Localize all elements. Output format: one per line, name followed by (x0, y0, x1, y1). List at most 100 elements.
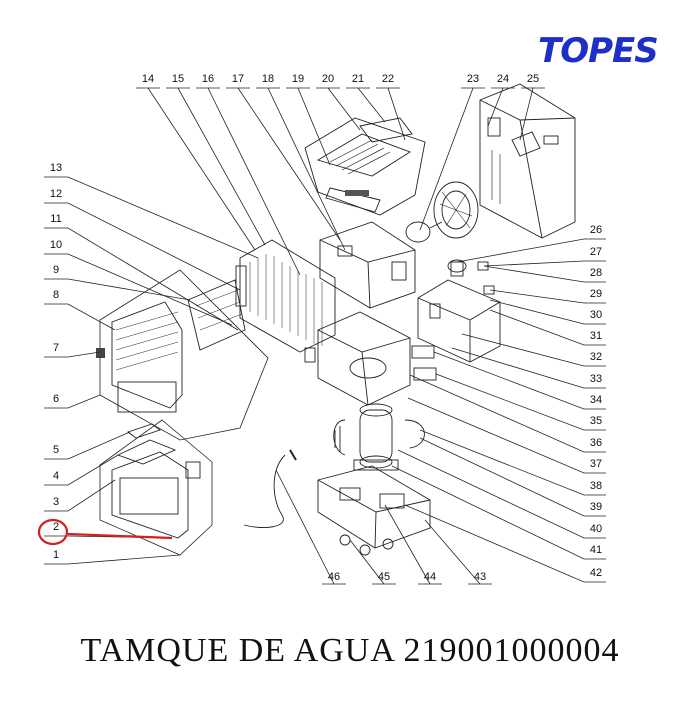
leader-lines (44, 87, 606, 585)
leader-13 (44, 176, 259, 259)
top-cover-assembly (304, 117, 426, 216)
leader-42 (404, 504, 606, 583)
highlight-leader (67, 532, 173, 540)
leader-4 (44, 454, 119, 486)
callout-22: 22 (382, 73, 394, 85)
callout-3: 3 (53, 496, 59, 508)
callout-45: 45 (378, 571, 390, 583)
callout-1: 1 (53, 549, 59, 561)
callout-10: 10 (50, 239, 62, 251)
callout-4: 4 (53, 470, 59, 482)
callout-20: 20 (322, 73, 334, 85)
leader-23 (419, 87, 474, 231)
callout-42: 42 (590, 567, 602, 579)
base-tray (317, 465, 431, 556)
callout-21: 21 (352, 73, 364, 85)
leader-24 (487, 87, 504, 127)
leader-37 (407, 397, 606, 474)
leader-25 (519, 87, 534, 141)
callout-41: 41 (590, 544, 602, 556)
leader-45 (349, 539, 385, 585)
leader-15 (177, 87, 266, 246)
heat-exchanger (235, 239, 336, 353)
leader-14 (147, 87, 256, 251)
callout-14: 14 (142, 73, 154, 85)
callout-34: 34 (590, 394, 602, 406)
callout-17: 17 (232, 73, 244, 85)
callout-28: 28 (590, 267, 602, 279)
water-tank-group (99, 419, 213, 556)
leader-32 (461, 333, 606, 367)
callout-32: 32 (590, 351, 602, 363)
parts-artwork (96, 83, 576, 556)
leader-34 (433, 351, 606, 410)
callout-13: 13 (50, 162, 62, 174)
leader-46 (275, 469, 335, 585)
leader-40 (397, 449, 606, 539)
leader-44 (384, 504, 431, 585)
leader-5 (44, 431, 131, 460)
callout-40: 40 (590, 523, 602, 535)
callout-16: 16 (202, 73, 214, 85)
callout-37: 37 (590, 458, 602, 470)
compressor (333, 403, 425, 471)
blower-fan (405, 181, 479, 243)
callout-2: 2 (53, 521, 59, 533)
callout-15: 15 (172, 73, 184, 85)
leader-18 (267, 87, 346, 251)
leader-28 (483, 265, 606, 283)
callout-36: 36 (590, 437, 602, 449)
callout-25: 25 (527, 73, 539, 85)
electrical-box (417, 259, 501, 363)
callout-33: 33 (590, 373, 602, 385)
leader-8 (44, 303, 116, 331)
part-caption: TAMQUE DE AGUA 219001000004 (80, 632, 620, 669)
leader-43 (424, 519, 481, 585)
middle-chassis (304, 311, 437, 406)
internal-frame (319, 221, 416, 309)
leader-9 (44, 278, 191, 301)
leader-30 (489, 299, 606, 325)
callout-30: 30 (590, 309, 602, 321)
callout-5: 5 (53, 444, 59, 456)
callout-23: 23 (467, 73, 479, 85)
leader-27 (483, 260, 606, 267)
callout-12: 12 (50, 188, 62, 200)
callout-18: 18 (262, 73, 274, 85)
callout-39: 39 (590, 501, 602, 513)
leader-20 (327, 87, 361, 131)
callout-43: 43 (474, 571, 486, 583)
leader-22 (387, 87, 406, 141)
callout-6: 6 (53, 393, 59, 405)
callout-9: 9 (53, 264, 59, 276)
callout-44: 44 (424, 571, 436, 583)
leader-39 (419, 437, 606, 517)
leader-10 (44, 253, 233, 326)
callout-24: 24 (497, 73, 509, 85)
callout-11: 11 (50, 213, 61, 225)
leader-12 (44, 202, 241, 291)
leader-6 (44, 394, 101, 409)
leader-17 (237, 87, 341, 241)
leader-3 (44, 479, 116, 512)
leader-26 (456, 238, 606, 263)
callout-35: 35 (590, 415, 602, 427)
leader-36 (409, 374, 606, 453)
leader-1 (44, 554, 181, 565)
leader-16 (207, 87, 301, 276)
rear-housing (479, 83, 576, 239)
leader-21 (357, 87, 386, 123)
front-panel-group (96, 269, 269, 441)
callout-29: 29 (590, 288, 602, 300)
part-2-highlight (37, 518, 173, 546)
callout-7: 7 (53, 342, 59, 354)
power-cord (243, 449, 297, 528)
leader-7 (44, 351, 101, 358)
highlight-circle (37, 518, 69, 546)
callout-8: 8 (53, 289, 59, 301)
leader-11 (44, 227, 239, 331)
leader-29 (489, 289, 606, 304)
